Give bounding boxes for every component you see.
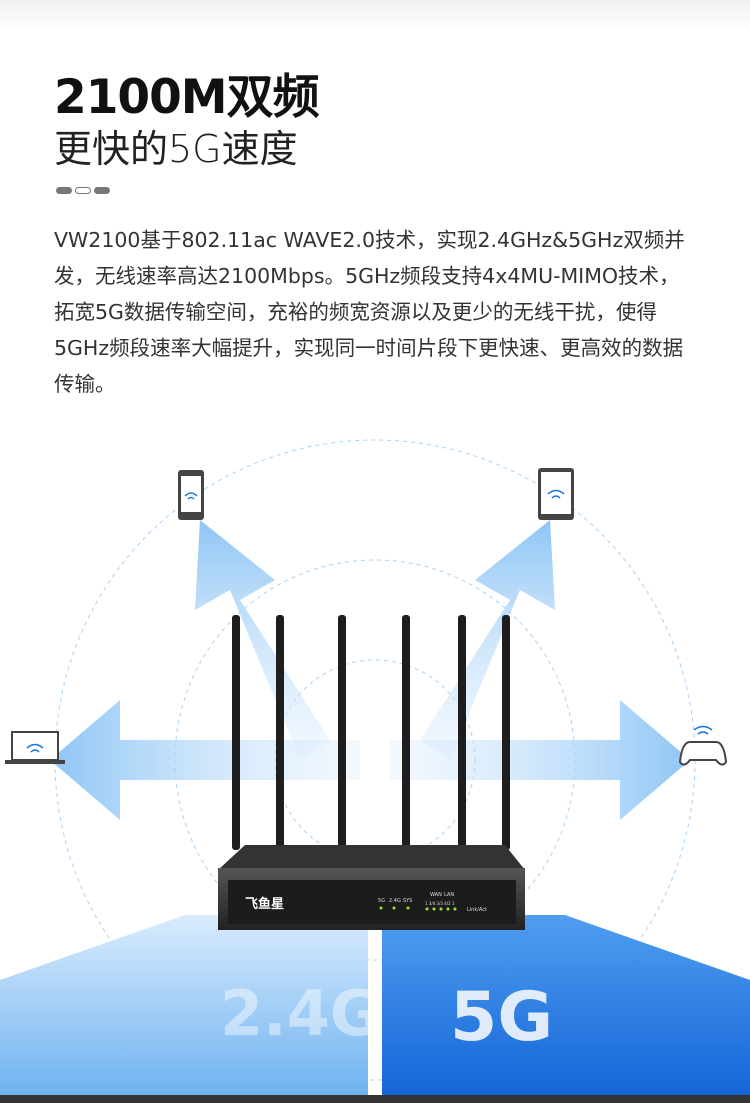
page-title: 2100M双频 — [54, 70, 320, 125]
description-text: VW2100基于802.11ac WAVE2.0技术，实现2.4GHz&5GHz… — [54, 228, 685, 396]
router-brand-logo: 飞鱼星 — [245, 897, 285, 912]
band-label-5g: 5G — [450, 978, 553, 1057]
antennas — [232, 615, 510, 850]
page-subtitle: 更快的5G速度 — [54, 127, 298, 171]
port-numbers: 1 3/4 3/3 4/2 1 — [425, 901, 455, 906]
led-sys: SYS — [403, 898, 413, 904]
laptop-icon — [5, 731, 65, 764]
led-wan: WAN — [430, 892, 442, 898]
signal-arrows — [50, 520, 690, 820]
gamepad-icon — [678, 725, 728, 766]
tablet-icon — [538, 468, 574, 520]
top-fade — [0, 0, 750, 30]
link-act-label: Link/Act — [467, 907, 487, 913]
pager-dots — [56, 187, 110, 194]
floor: 2.4G 5G — [0, 915, 750, 1095]
bottom-bar — [0, 1095, 750, 1103]
band-label-24g: 2.4G — [220, 977, 381, 1050]
led-5g: 5G — [378, 898, 386, 904]
router-body — [218, 845, 525, 930]
router-illustration: 2.4G 5G — [0, 439, 750, 1095]
led-lan: LAN — [444, 892, 455, 898]
led-24g: 2.4G — [389, 898, 401, 904]
phone-icon — [178, 470, 204, 520]
